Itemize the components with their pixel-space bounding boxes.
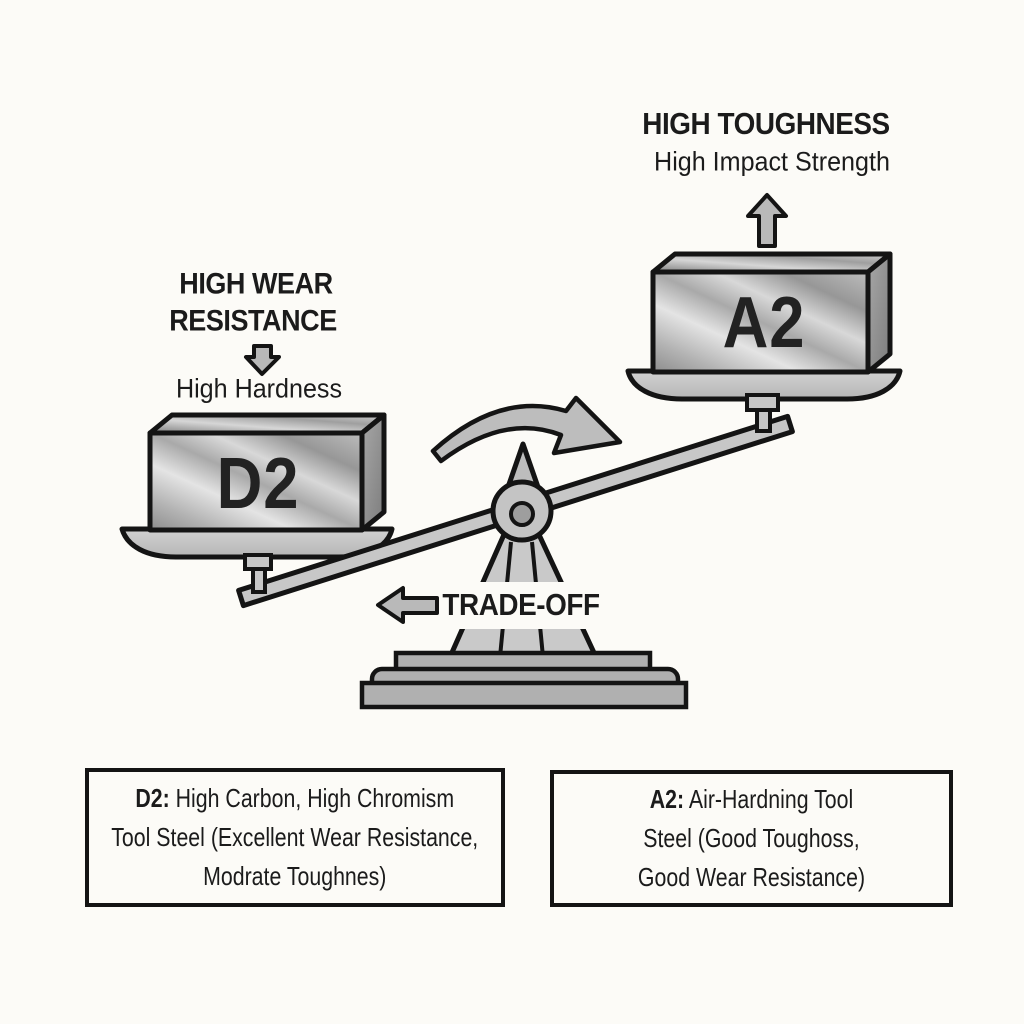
d2-legend-prefix: D2: bbox=[135, 783, 170, 813]
legend-line: A2: Air-Hardning Tool bbox=[649, 784, 854, 814]
left-pan-stem bbox=[243, 553, 273, 594]
high-wear-title-line1: HIGH WEAR bbox=[179, 267, 333, 301]
d2-block bbox=[147, 412, 387, 533]
d2-legend-box: D2: High Carbon, High Chromism Tool Stee… bbox=[85, 768, 505, 907]
legend-line: Good Wear Resistance) bbox=[637, 862, 866, 892]
left-arrow-icon bbox=[376, 586, 439, 624]
tradeoff-label: TRADE-OFF bbox=[442, 587, 600, 622]
high-hardness-subtitle: High Hardness bbox=[175, 373, 343, 404]
high-impact-strength-subtitle: High Impact Strength bbox=[654, 146, 890, 177]
a2-block bbox=[650, 251, 893, 375]
right-pan bbox=[625, 368, 903, 402]
right-pan-stem bbox=[745, 393, 780, 433]
d2-legend-text: D2: High Carbon, High Chromism Tool Stee… bbox=[112, 779, 479, 896]
scale-pivot bbox=[490, 479, 554, 543]
a2-block-label: A2 bbox=[722, 283, 806, 363]
a2-legend-box: A2: Air-Hardning Tool Steel (Good Tougho… bbox=[550, 770, 953, 907]
legend-line: Modrate Toughnes) bbox=[203, 861, 387, 891]
high-toughness-title: HIGH TOUGHNESS bbox=[642, 106, 890, 141]
a2-legend-text: A2: Air-Hardning Tool Steel (Good Tougho… bbox=[638, 780, 865, 897]
down-arrow-icon bbox=[244, 344, 281, 376]
scale-base bbox=[359, 650, 689, 710]
a2-legend-prefix: A2: bbox=[649, 784, 685, 814]
up-arrow-icon bbox=[746, 193, 788, 248]
rotation-arrow-icon bbox=[430, 395, 623, 464]
d2-block-label: D2 bbox=[216, 444, 300, 524]
legend-line: Steel (Good Toughoss, bbox=[643, 823, 860, 853]
high-wear-title-line2: RESISTANCE bbox=[169, 304, 337, 338]
legend-line: D2: High Carbon, High Chromism bbox=[135, 783, 455, 813]
legend-line: Tool Steel (Excellent Wear Resistance, bbox=[111, 822, 479, 852]
